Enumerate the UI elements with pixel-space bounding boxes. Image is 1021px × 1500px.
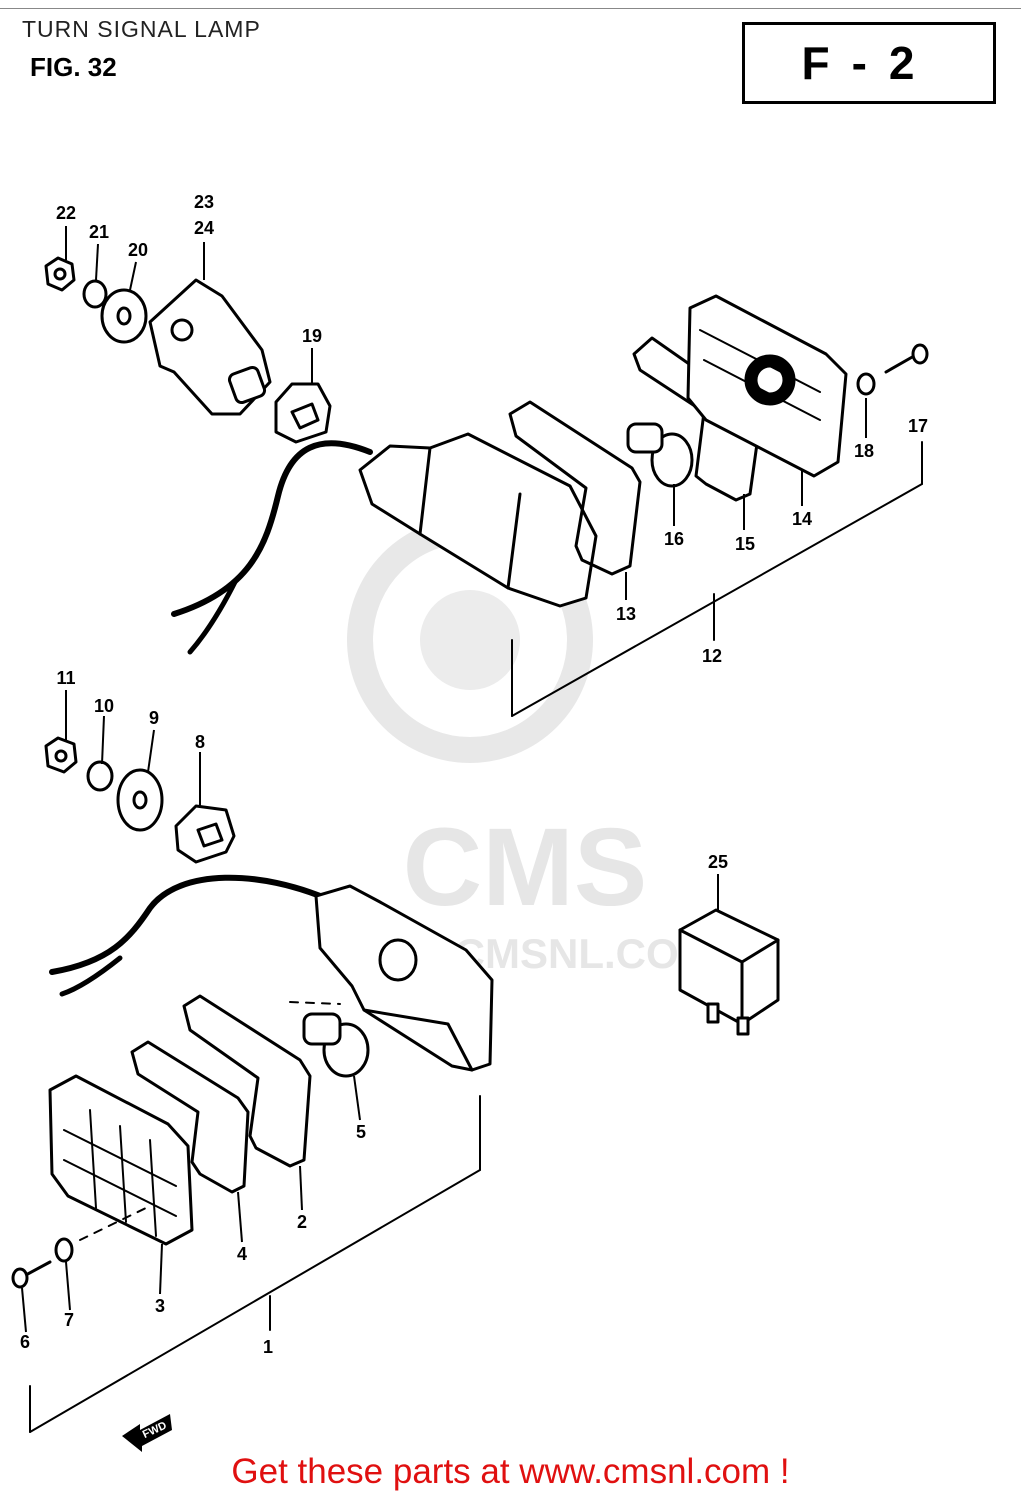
forward-arrow-icon: FWD [122,1414,172,1452]
page-title: TURN SIGNAL LAMP [22,16,261,42]
screw-17 [884,343,929,374]
callout-12: 12 [702,646,722,666]
lens-gasket-4 [130,1040,250,1194]
callout-15: 15 [735,534,755,554]
washer-20 [100,288,148,344]
callout-18: 18 [854,441,874,461]
section-code: F-2 [801,37,937,89]
washer-18 [856,372,876,396]
callout-13: 13 [616,604,636,624]
callout-7: 7 [64,1310,74,1330]
wire-rear [171,440,373,617]
lock-washer-10 [86,760,114,792]
top-rule [0,8,1021,9]
screw-6 [11,1260,52,1289]
lens-3 [48,1074,194,1246]
lens-14 [686,294,848,478]
callout-3: 3 [155,1296,165,1316]
washer-9 [116,768,164,832]
grommet-19 [274,382,332,444]
callout-10: 10 [94,696,114,716]
callout-19: 19 [302,326,322,346]
bulb-5 [302,1012,370,1078]
callout-6: 6 [20,1332,30,1352]
washer-7 [54,1237,74,1263]
grommet-8 [174,804,236,864]
callout-1: 1 [263,1337,273,1357]
callout-9: 9 [149,708,159,728]
lamp-housing-front [314,884,494,1072]
wire-front [49,874,333,975]
callout-14: 14 [792,509,812,529]
relay-25 [678,908,780,1036]
gasket-2 [182,994,312,1168]
callout-labels: 1 2 3 4 5 6 7 8 9 10 11 12 13 14 15 16 1… [20,192,928,1357]
callout-21: 21 [89,222,109,242]
callout-25: 25 [708,852,728,872]
nut-22 [44,256,76,292]
callout-20: 20 [128,240,148,260]
bracket-23-24 [148,278,272,416]
callout-8: 8 [195,732,205,752]
callout-16: 16 [664,529,684,549]
callout-4: 4 [237,1244,247,1264]
callout-22: 22 [56,203,76,223]
watermark-brand: CMS [403,806,647,929]
gasket-13 [508,400,642,576]
lock-washer-21 [82,279,108,309]
callout-17: 17 [908,416,928,436]
callout-11: 11 [56,668,75,688]
bulb-16 [626,422,694,488]
lamp-housing-rear [358,432,598,608]
figure-number: FIG. 32 [30,52,117,82]
callout-24: 24 [194,218,214,238]
footer-link-text[interactable]: Get these parts at www.cmsnl.com ! [231,1452,790,1491]
nut-11 [44,736,78,774]
callout-23: 23 [194,192,214,212]
callout-2: 2 [297,1212,307,1232]
section-code-box: F-2 [742,22,996,104]
callout-5: 5 [356,1122,366,1142]
